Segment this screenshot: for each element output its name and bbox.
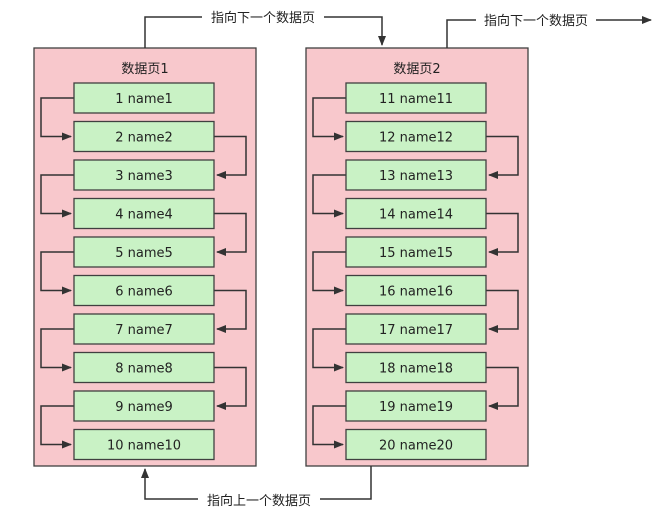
record-label: 11 name11 (379, 92, 453, 107)
record-link-arrow (486, 135, 519, 179)
record-link-arrow (214, 366, 247, 410)
record-label: 8 name8 (115, 362, 173, 377)
record-label: 10 name10 (107, 439, 181, 454)
record-link-arrow (40, 251, 74, 295)
record-label: 6 name6 (115, 285, 173, 300)
record-link-arrow (40, 97, 74, 141)
record-box (73, 274, 215, 307)
record-box (73, 159, 215, 191)
record-link-arrow (214, 212, 247, 256)
record-link-arrow (312, 251, 346, 295)
record-link-arrow (214, 135, 247, 179)
record-label: 14 name14 (379, 208, 453, 223)
record-label: 20 name20 (379, 439, 453, 454)
record-box (73, 120, 215, 153)
record-link-arrow (312, 174, 346, 218)
record-box (345, 120, 487, 153)
record-box (345, 351, 487, 384)
record-label: 5 name5 (115, 246, 173, 261)
record-link-arrow (312, 328, 346, 372)
record-box (345, 82, 487, 114)
record-link-arrow (214, 289, 247, 333)
record-label: 3 name3 (115, 169, 173, 184)
record-box (345, 390, 487, 422)
record-label: 9 name9 (115, 400, 173, 415)
record-box (73, 197, 215, 230)
record-label: 2 name2 (115, 131, 173, 146)
record-box (73, 313, 215, 345)
record-box (73, 82, 215, 114)
record-link-arrow (40, 328, 74, 372)
record-link-arrow (312, 97, 346, 141)
record-label: 1 name1 (115, 92, 173, 107)
record-box (345, 159, 487, 191)
record-label: 4 name4 (115, 208, 173, 223)
record-link-arrow (486, 289, 519, 333)
record-box (345, 274, 487, 307)
record-link-arrow (40, 174, 74, 218)
record-box (345, 313, 487, 345)
record-box (73, 351, 215, 384)
record-link-arrow (312, 405, 346, 449)
record-link-arrow (40, 405, 74, 449)
record-box (345, 197, 487, 230)
record-label: 13 name13 (379, 169, 453, 184)
record-label: 19 name19 (379, 400, 453, 415)
page-title-1: 数据页1 (121, 62, 168, 77)
prev-page-label: 指向上一个数据页 (207, 493, 311, 509)
record-label: 15 name15 (379, 246, 453, 261)
page-title-2: 数据页2 (393, 62, 440, 77)
next-page-label-2: 指向下一个数据页 (484, 13, 588, 29)
record-box (73, 428, 215, 461)
record-label: 16 name16 (379, 285, 453, 300)
record-box (73, 390, 215, 422)
next-page-label-1: 指向下一个数据页 (211, 10, 315, 26)
record-label: 12 name12 (379, 131, 453, 146)
record-box (73, 236, 215, 268)
record-label: 18 name18 (379, 362, 453, 377)
record-link-arrow (486, 366, 519, 410)
record-label: 7 name7 (115, 323, 173, 338)
record-link-arrow (486, 212, 519, 256)
record-box (345, 236, 487, 268)
record-box (345, 428, 487, 461)
record-label: 17 name17 (379, 323, 453, 338)
